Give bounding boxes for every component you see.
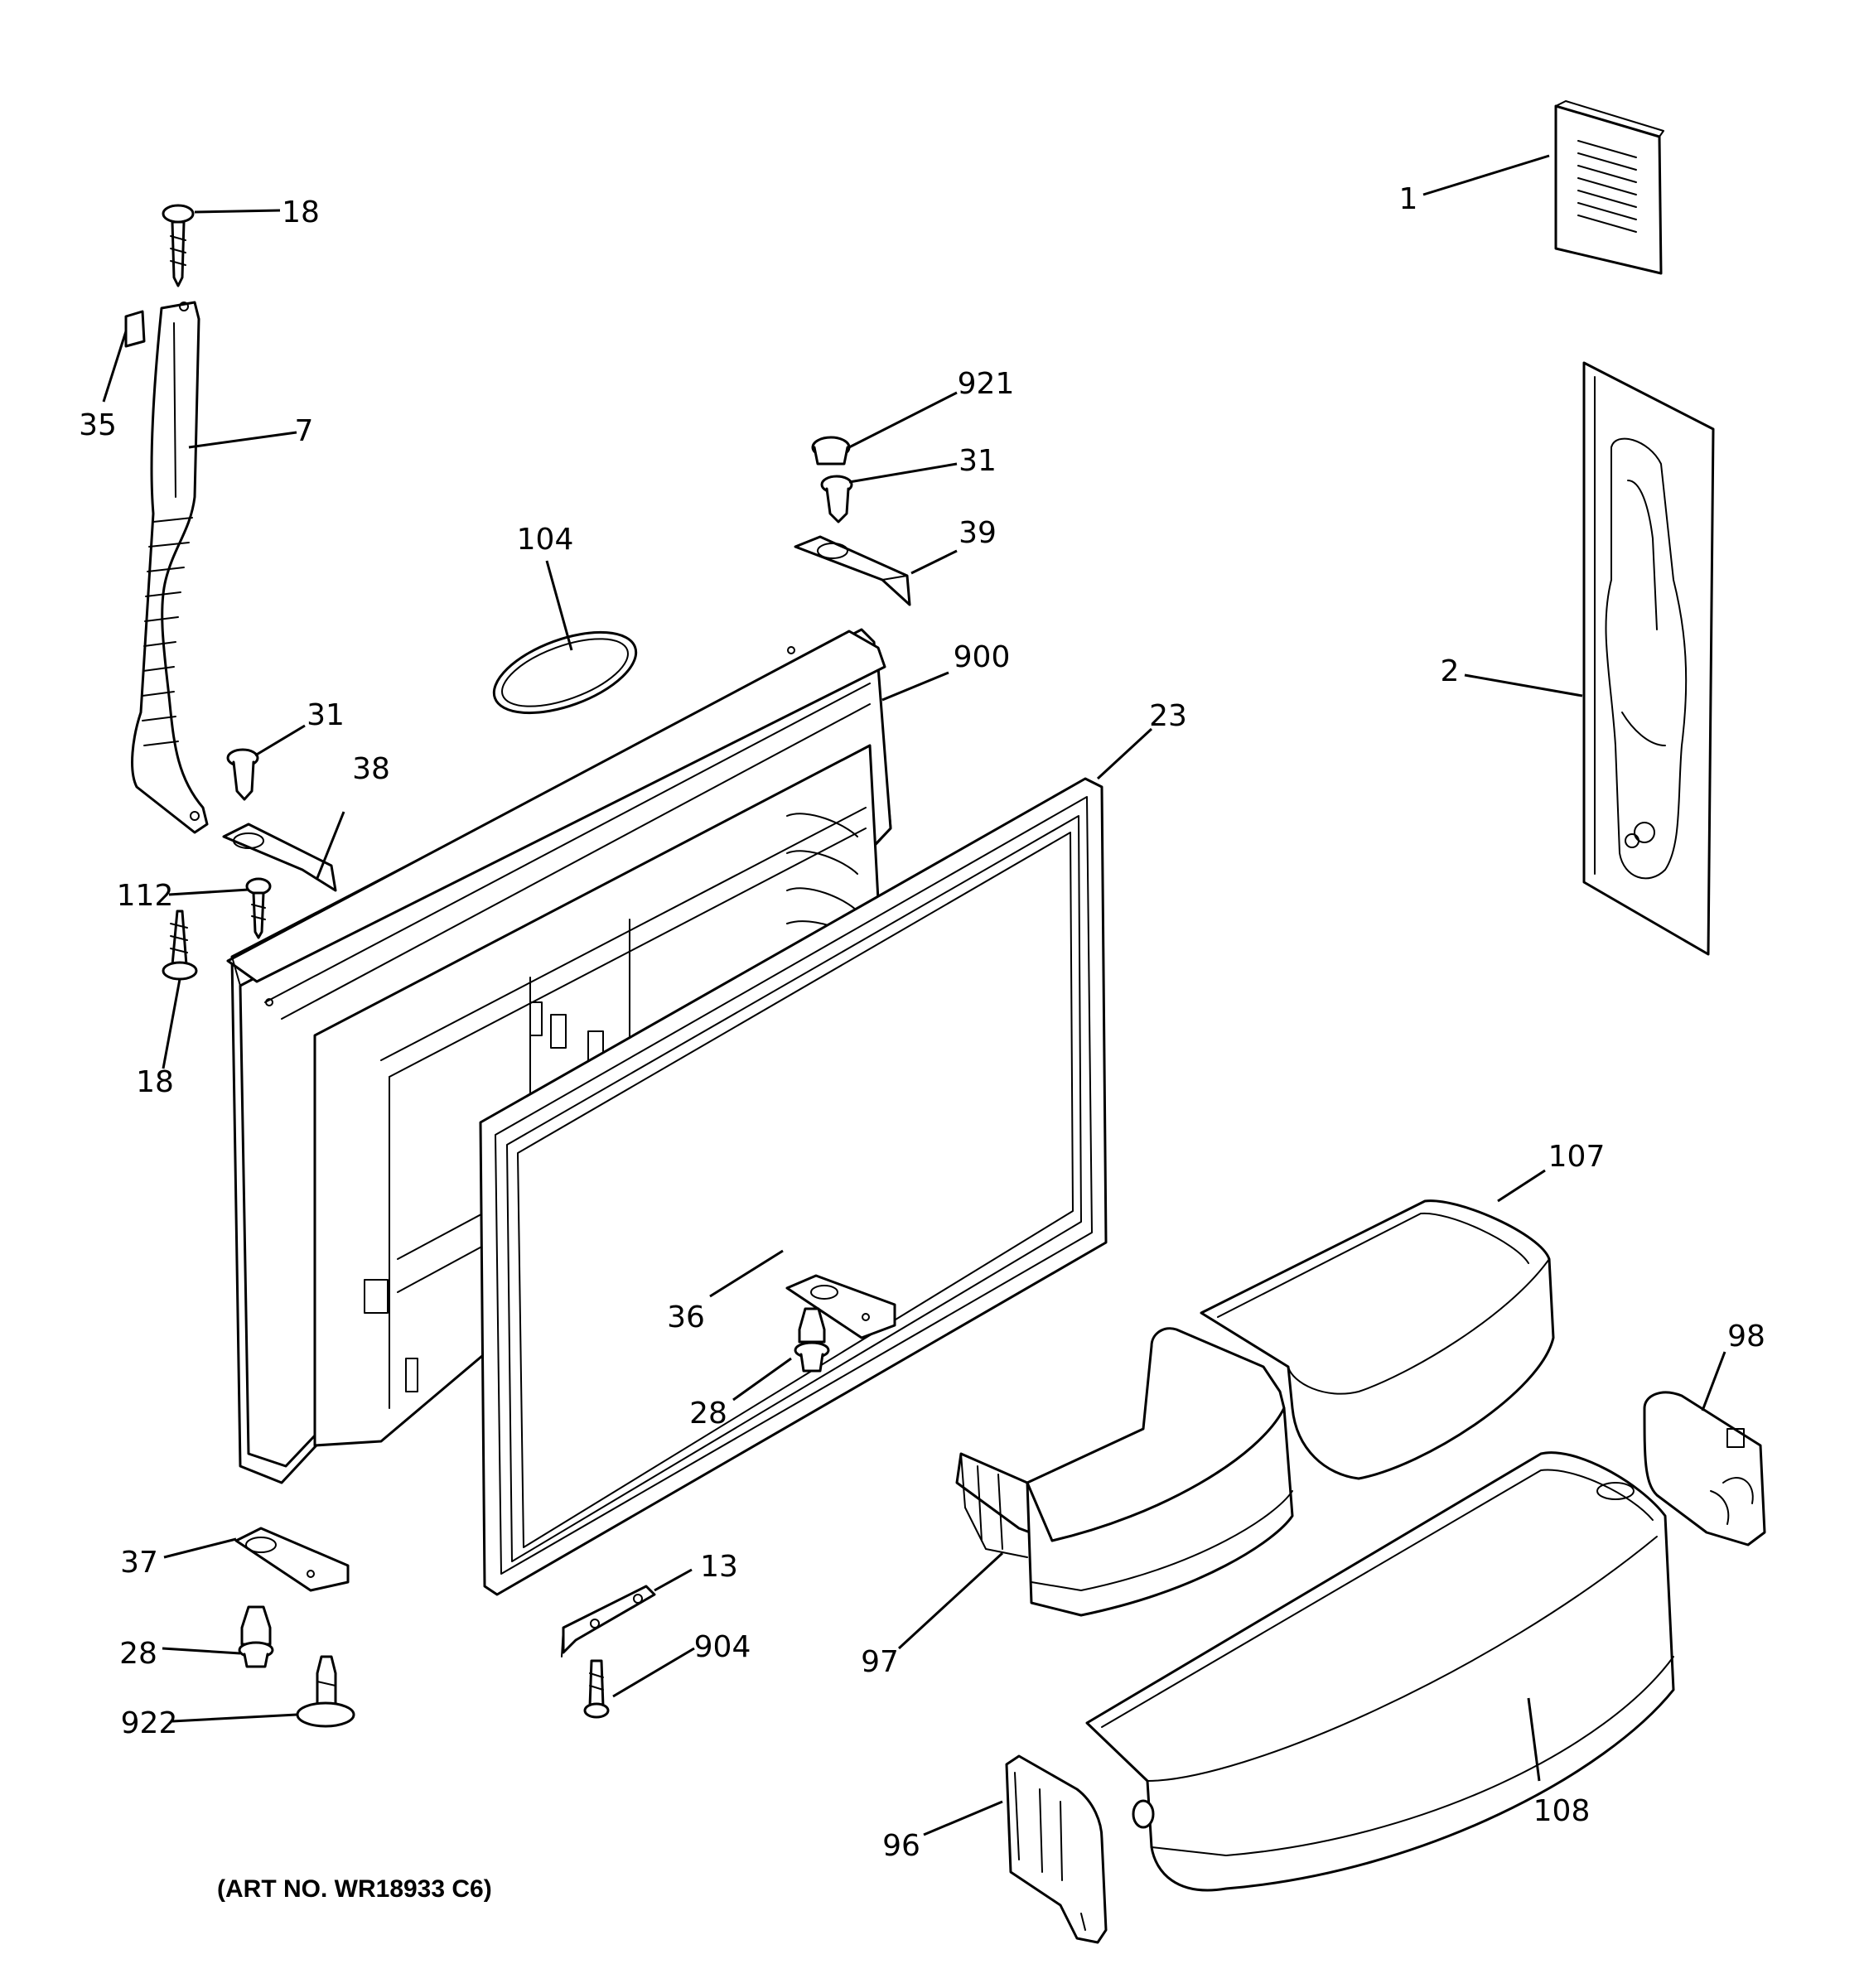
part-108-door-bin <box>1085 1451 1675 1892</box>
part-13-stop-bracket <box>561 1585 656 1657</box>
part-98-end-cap <box>1643 1391 1766 1546</box>
part-35-label <box>124 310 146 348</box>
part-96-end-cap <box>1005 1754 1108 1944</box>
part-18-screw-lower <box>162 910 198 981</box>
part-922-pin-washer <box>296 1655 355 1728</box>
callout-31-top: 31 <box>959 444 997 478</box>
callout-31-lower: 31 <box>307 698 345 732</box>
part-18-screw-top <box>162 204 195 287</box>
callout-38: 38 <box>352 752 390 786</box>
callout-98: 98 <box>1727 1320 1765 1353</box>
part-31-bushing-top <box>820 475 853 524</box>
part-31-bushing-lower <box>226 748 259 801</box>
part-39-hinge-plate <box>794 535 911 606</box>
callout-labels: 1 2 18 35 7 921 31 39 104 900 23 31 38 1… <box>79 182 1765 1863</box>
part-904-screw <box>583 1659 610 1719</box>
callout-13: 13 <box>700 1550 738 1584</box>
callout-104: 104 <box>517 523 574 557</box>
callout-37: 37 <box>120 1546 158 1580</box>
part-37-hinge-plate <box>234 1527 350 1592</box>
callout-35: 35 <box>79 408 117 442</box>
part-900-door-assembly <box>226 628 892 1484</box>
callout-2: 2 <box>1441 654 1460 688</box>
part-2-handle-panel <box>1582 361 1715 956</box>
part-112-screw <box>245 877 272 939</box>
callout-96: 96 <box>882 1829 920 1863</box>
part-36-hinge-plate <box>785 1274 896 1339</box>
callout-904: 904 <box>694 1630 751 1664</box>
art-number: (ART NO. WR18933 C6) <box>217 1875 492 1903</box>
callout-108: 108 <box>1533 1794 1591 1828</box>
callout-39: 39 <box>959 516 997 550</box>
part-107-bin <box>1200 1199 1555 1480</box>
callout-112: 112 <box>117 879 174 913</box>
callout-97: 97 <box>861 1645 899 1679</box>
part-1-card <box>1554 100 1664 275</box>
part-97-shelf-bin <box>955 1327 1294 1617</box>
callout-23: 23 <box>1149 699 1187 733</box>
callout-900: 900 <box>954 640 1011 674</box>
callout-107: 107 <box>1548 1140 1606 1174</box>
part-7-hinge-bracket <box>131 301 209 834</box>
callout-28-center: 28 <box>689 1397 727 1431</box>
callout-28-left: 28 <box>119 1637 157 1671</box>
part-104-oval-ring <box>492 630 638 715</box>
part-28-pin-left <box>238 1605 274 1668</box>
callout-7: 7 <box>295 414 314 448</box>
callout-922: 922 <box>121 1706 178 1740</box>
leader-lines <box>102 154 1726 1836</box>
part-23-door-gasket <box>479 777 1108 1596</box>
part-38-hinge-plate <box>222 823 337 892</box>
callout-1: 1 <box>1399 182 1418 216</box>
callout-36: 36 <box>667 1300 705 1334</box>
callout-18-top: 18 <box>282 195 320 229</box>
callout-921: 921 <box>958 367 1015 401</box>
part-28-pin-center <box>794 1307 830 1373</box>
callout-18-lower: 18 <box>136 1065 174 1099</box>
part-921-cap <box>811 436 851 466</box>
